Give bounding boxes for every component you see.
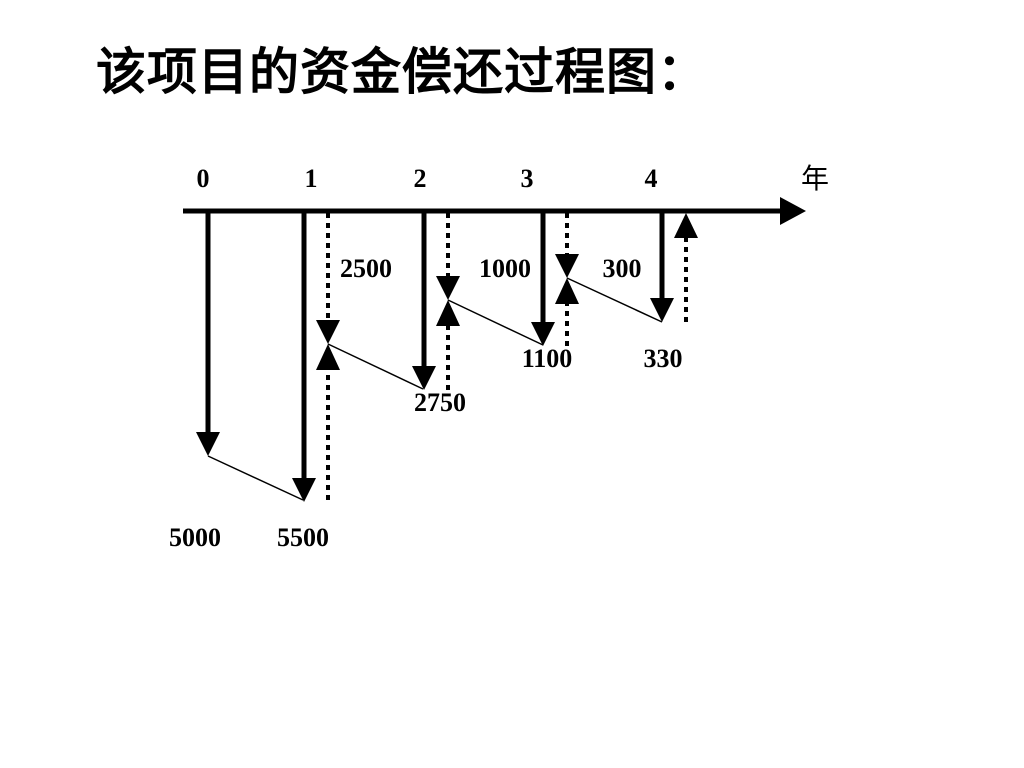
arrowhead-repay-1	[316, 344, 340, 370]
amount-label-due-4: 330	[644, 344, 683, 373]
amount-label-due-3: 1100	[522, 344, 573, 373]
amount-label-due-1: 5500	[277, 523, 329, 552]
arrowhead-repay-4	[674, 213, 698, 238]
arrowhead-carry-1	[316, 320, 340, 344]
amount-label-repay-1: 2500	[340, 254, 392, 283]
arrowhead-due-1	[292, 478, 316, 502]
slide-title: 该项目的资金偿还过程图：	[96, 43, 708, 101]
arrowhead-carry-3	[555, 254, 579, 278]
interest-link-0-1	[207, 455, 304, 501]
amount-label-due-2: 2750	[414, 388, 466, 417]
axis-unit-label: 年	[801, 162, 829, 195]
arrowhead-borrow-0	[196, 432, 220, 456]
tick-label-4: 4	[645, 164, 658, 193]
tick-label-2: 2	[414, 164, 427, 193]
tick-label-1: 1	[305, 164, 318, 193]
arrowhead-due-3	[531, 322, 555, 346]
tick-label-0: 0	[197, 164, 210, 193]
arrowhead-due-4	[650, 298, 674, 322]
amount-label-repay-2: 1000	[479, 254, 531, 283]
arrowhead-carry-2	[436, 276, 460, 300]
interest-link-1-2	[327, 343, 424, 390]
amount-label-repay-3: 300	[603, 254, 642, 283]
interest-link-3-4	[566, 277, 663, 323]
interest-link-2-3	[447, 299, 544, 346]
arrowhead-repay-3	[555, 278, 579, 304]
amount-label-borrow-0: 5000	[169, 523, 221, 552]
tick-label-3: 3	[521, 164, 534, 193]
arrowhead-due-2	[412, 366, 436, 390]
arrowhead-repay-2	[436, 300, 460, 326]
time-axis-arrowhead	[780, 197, 806, 225]
